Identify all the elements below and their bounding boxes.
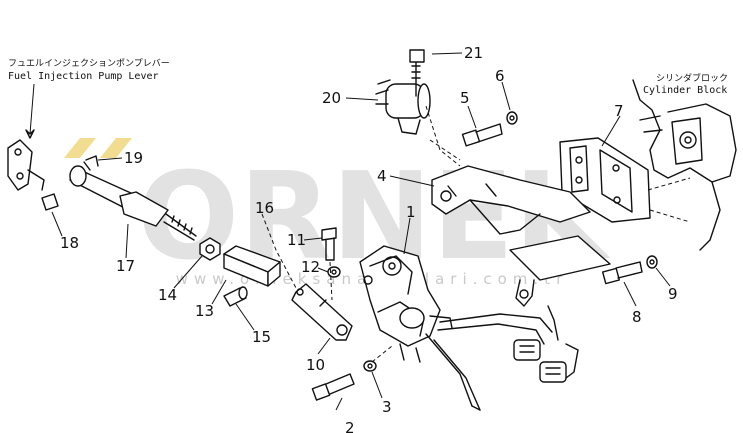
part-label-21: 21 — [464, 44, 483, 62]
part-label-10: 10 — [306, 356, 325, 374]
part-label-7: 7 — [614, 102, 624, 120]
part-label-19: 19 — [124, 149, 143, 167]
cylinder-block-jp: シリンダブロック — [656, 72, 728, 84]
solenoid-relay — [375, 49, 461, 167]
spacer-block — [223, 245, 281, 287]
leader-lines — [51, 52, 671, 411]
pin — [223, 286, 248, 307]
part-label-1: 1 — [406, 203, 416, 221]
part-label-15: 15 — [252, 328, 271, 346]
part-label-5: 5 — [460, 89, 470, 107]
nut — [199, 237, 221, 261]
wire-harness — [425, 305, 579, 411]
lever-arm — [291, 283, 353, 341]
part-label-2: 2 — [345, 419, 355, 433]
part-label-20: 20 — [322, 89, 341, 107]
bolt-and-washer-lower — [601, 255, 658, 285]
fuel-pump-lever-jp: フュエルインジェクションポンプレバー — [8, 58, 170, 69]
part-label-9: 9 — [668, 285, 678, 303]
bolt-and-washer-bottom — [311, 345, 393, 401]
pump-linkage — [7, 139, 99, 211]
mounting-plate — [429, 139, 611, 307]
part-label-6: 6 — [495, 67, 505, 85]
part-label-14: 14 — [158, 286, 177, 304]
centre-line — [261, 213, 297, 289]
actuator-body — [359, 245, 453, 363]
cylinder-block — [632, 79, 737, 251]
bolt-and-washer-upper — [461, 111, 518, 147]
watermark-accent-right — [100, 138, 132, 158]
part-label-12: 12 — [301, 258, 320, 276]
control-rod — [69, 165, 197, 241]
part-label-8: 8 — [632, 308, 642, 326]
part-label-16: 16 — [255, 199, 274, 217]
part-labels: 1 2 3 4 5 6 7 8 9 10 11 12 13 14 15 16 1… — [60, 44, 678, 433]
cylinder-block-callout: シリンダブロック Cylinder Block — [643, 72, 728, 96]
part-label-17: 17 — [116, 257, 135, 275]
cylinder-block-en: Cylinder Block — [643, 85, 727, 96]
part-label-3: 3 — [382, 398, 392, 416]
part-label-4: 4 — [377, 167, 387, 185]
part-label-13: 13 — [195, 302, 214, 320]
part-label-18: 18 — [60, 234, 79, 252]
part-label-11: 11 — [287, 231, 306, 249]
watermark-accent-left — [64, 138, 96, 158]
fuel-pump-lever-en: Fuel Injection Pump Lever — [8, 71, 159, 82]
bracket — [559, 137, 691, 223]
fuel-pump-lever-callout: フュエルインジェクションポンプレバー Fuel Injection Pump L… — [8, 58, 170, 139]
